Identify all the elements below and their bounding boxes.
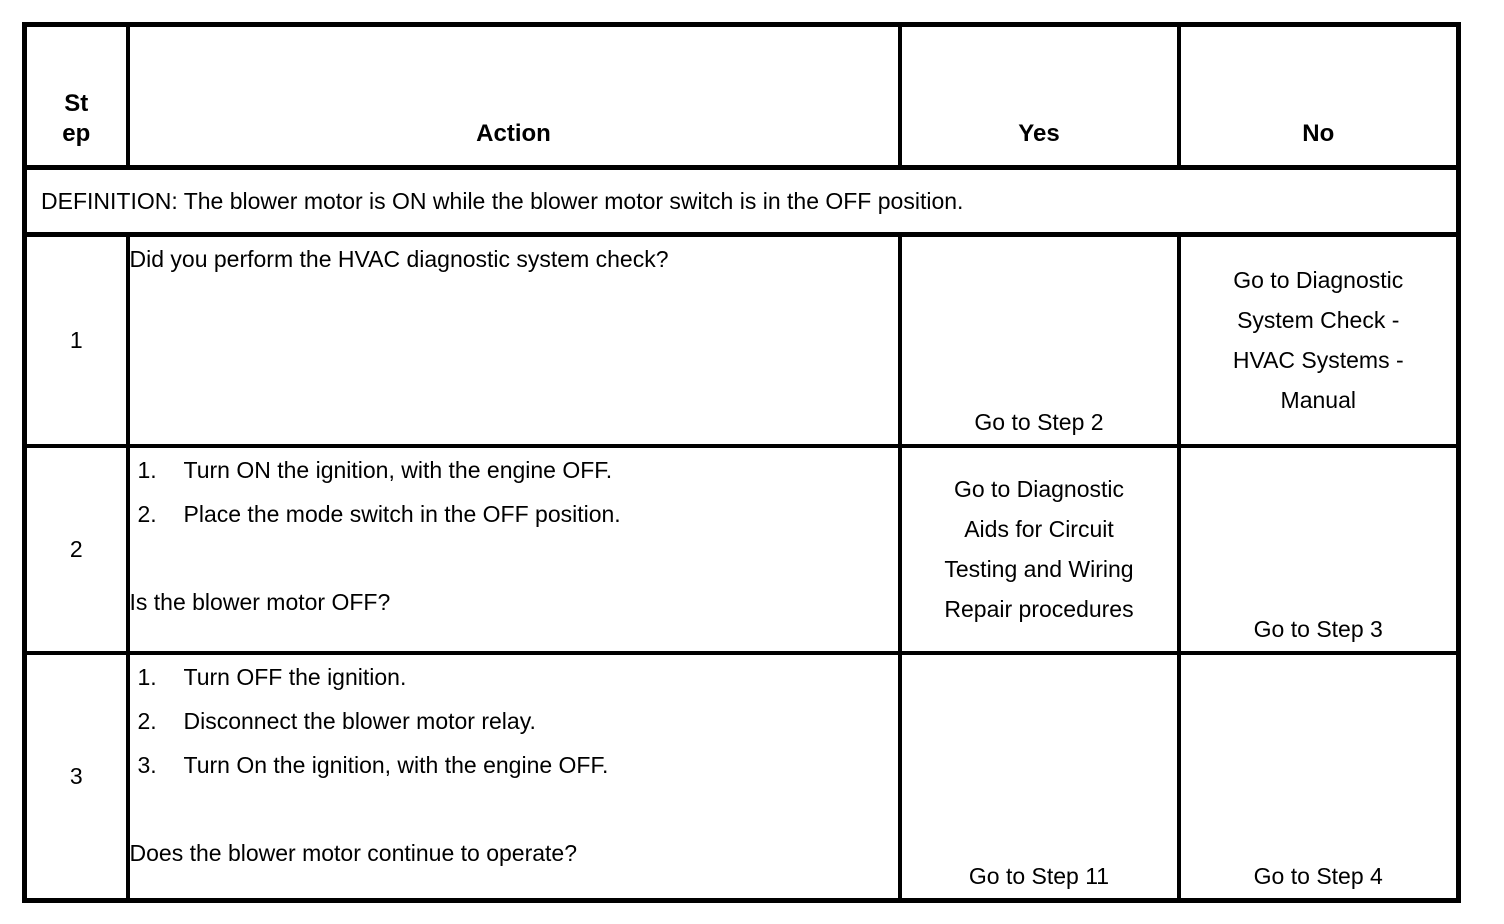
action-question: Is the blower motor OFF? xyxy=(129,588,391,615)
list-item-number: 2. xyxy=(137,500,157,527)
table-header-row: Step Action Yes No xyxy=(22,22,1461,170)
list-item: 2. Place the mode switch in the OFF posi… xyxy=(138,492,898,536)
yes-cell: Go to Step 2 xyxy=(897,232,1181,448)
yes-text: Go to Diagnostic Aids for Circuit Testin… xyxy=(944,476,1134,622)
col-header-no: No xyxy=(1176,22,1461,170)
step-row-3: 3 1. Turn OFF the ignition. 2. Disconnec… xyxy=(22,650,1461,903)
list-item: 2. Disconnect the blower motor relay. xyxy=(138,699,898,743)
action-cell: Did you perform the HVAC diagnostic syst… xyxy=(125,232,902,448)
no-cell: Go to Diagnostic System Check - HVAC Sys… xyxy=(1176,232,1461,448)
list-item-text: Turn OFF the ignition. xyxy=(183,663,407,690)
list-item-text: Place the mode switch in the OFF positio… xyxy=(183,500,621,527)
action-cell: 1. Turn ON the ignition, with the engine… xyxy=(125,443,902,655)
no-cell: Go to Step 4 xyxy=(1176,650,1461,903)
step-number: 2 xyxy=(22,443,130,655)
step-number: 3 xyxy=(22,650,130,903)
definition-text: DEFINITION: The blower motor is ON while… xyxy=(22,165,1461,237)
action-question: Does the blower motor continue to operat… xyxy=(129,839,578,866)
list-item: 1. Turn OFF the ignition. xyxy=(138,655,898,699)
step-row-2: 2 1. Turn ON the ignition, with the engi… xyxy=(22,443,1461,655)
col-header-action: Action xyxy=(125,22,902,170)
list-item-number: 2. xyxy=(137,707,157,734)
action-question: Did you perform the HVAC diagnostic syst… xyxy=(129,246,669,272)
col-header-yes: Yes xyxy=(897,22,1181,170)
col-header-step-label: Step xyxy=(62,90,91,147)
col-header-step: Step xyxy=(22,22,130,170)
list-item: 1. Turn ON the ignition, with the engine… xyxy=(138,448,898,492)
no-cell: Go to Step 3 xyxy=(1176,443,1461,655)
list-item-text: Turn On the ignition, with the engine OF… xyxy=(183,751,609,778)
list-item-text: Turn ON the ignition, with the engine OF… xyxy=(183,456,613,483)
definition-row: DEFINITION: The blower motor is ON while… xyxy=(22,165,1461,237)
no-text: Go to Diagnostic System Check - HVAC Sys… xyxy=(1232,267,1404,414)
action-list: 1. Turn OFF the ignition. 2. Disconnect … xyxy=(130,655,898,787)
list-item: 3. Turn On the ignition, with the engine… xyxy=(138,743,898,787)
step-number: 1 xyxy=(22,232,130,448)
action-list: 1. Turn ON the ignition, with the engine… xyxy=(130,448,898,536)
action-cell: 1. Turn OFF the ignition. 2. Disconnect … xyxy=(125,650,902,903)
step-row-1: 1 Did you perform the HVAC diagnostic sy… xyxy=(22,232,1461,448)
yes-cell: Go to Step 11 xyxy=(897,650,1181,903)
list-item-number: 3. xyxy=(137,751,157,778)
list-item-number: 1. xyxy=(137,456,157,483)
list-item-number: 1. xyxy=(137,663,157,690)
yes-cell: Go to Diagnostic Aids for Circuit Testin… xyxy=(897,443,1181,655)
diagnostic-table: Step Action Yes No DEFINITION: The blowe… xyxy=(22,22,1461,903)
list-item-text: Disconnect the blower motor relay. xyxy=(183,707,536,734)
